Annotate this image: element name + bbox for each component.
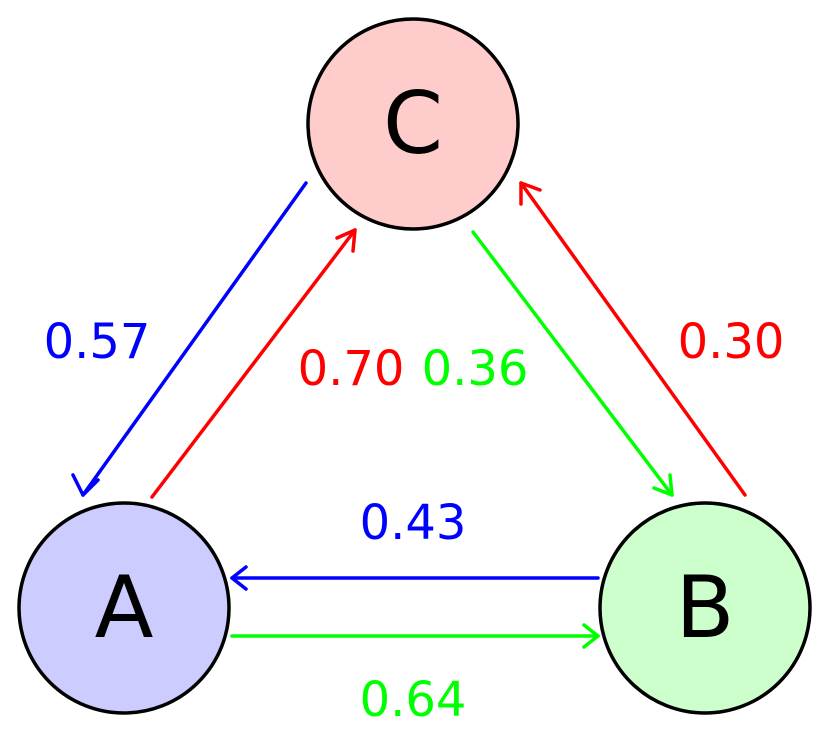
edge-labels: 0.57 0.70 0.36 0.30 0.43 0.64	[44, 314, 785, 728]
edge-a-to-c-label: 0.70	[298, 341, 405, 397]
edge-c-to-a-arrowhead	[71, 473, 100, 497]
edge-b-to-c	[519, 181, 747, 497]
edge-c-to-a-label: 0.57	[44, 314, 151, 370]
nodes: C A B	[17, 17, 812, 715]
node-b-label: B	[676, 558, 735, 658]
edges	[71, 181, 747, 649]
edge-a-to-c-arrowhead	[335, 228, 357, 253]
node-c-label: C	[383, 74, 443, 174]
node-a-label: A	[95, 558, 154, 658]
edge-c-to-a-line	[81, 181, 308, 497]
node-a: A	[17, 501, 231, 715]
edge-a-to-c-line	[150, 228, 357, 499]
edge-b-to-c-arrowhead	[519, 181, 542, 206]
edge-c-to-a	[71, 181, 308, 497]
edge-b-to-a	[230, 565, 600, 591]
node-a-circle	[17, 501, 231, 715]
edge-a-to-b-label: 0.64	[360, 672, 467, 728]
edge-a-to-b	[230, 623, 600, 649]
node-c-circle	[306, 17, 520, 231]
edge-b-to-c-line	[519, 181, 747, 497]
edge-c-to-b-line	[471, 230, 674, 497]
edge-b-to-a-arrowhead	[230, 565, 248, 591]
node-b: B	[598, 501, 812, 715]
edge-b-to-c-label: 0.30	[678, 314, 785, 370]
edge-b-to-a-label: 0.43	[360, 495, 467, 551]
edge-c-to-b	[471, 230, 674, 497]
edge-a-to-b-arrowhead	[582, 623, 600, 649]
edge-c-to-b-arrowhead	[652, 473, 674, 497]
edge-c-to-b-label: 0.36	[422, 341, 529, 397]
edge-a-to-c	[150, 228, 357, 499]
node-c: C	[306, 17, 520, 231]
node-b-circle	[598, 501, 812, 715]
